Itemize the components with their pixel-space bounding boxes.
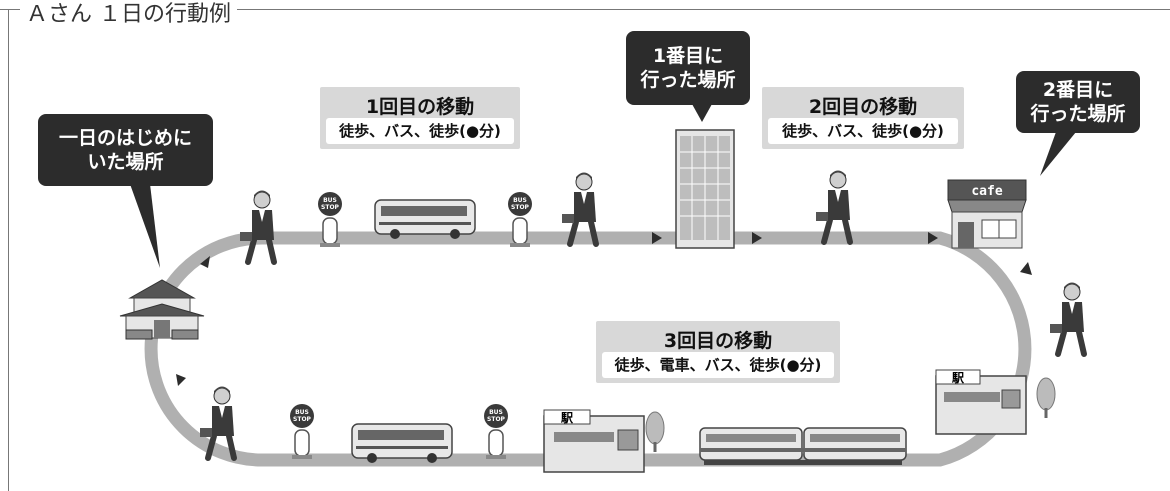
- arrow-icon: [1020, 262, 1032, 275]
- station-icon: 駅: [935, 369, 1027, 435]
- move-box-1: 1回目の移動 徒歩、バス、徒歩(●分): [320, 87, 520, 149]
- bubble-start-line1: 一日のはじめに: [58, 127, 192, 149]
- move-detail: 徒歩、バス、徒歩(●分): [326, 118, 514, 144]
- bubble-first-place: 1番目に 行った場所: [626, 31, 750, 105]
- bubble-second-line2: 行った場所: [1030, 103, 1126, 125]
- move-box-3: 3回目の移動 徒歩、電車、バス、徒歩(●分): [596, 321, 840, 383]
- bubble-tail: [692, 104, 712, 122]
- bus-stop-icon: [289, 403, 315, 460]
- bus-stop-icon: [483, 403, 509, 460]
- arrow-icon: [652, 232, 662, 244]
- person-walking-icon: [1050, 283, 1084, 355]
- move-detail: 徒歩、バス、徒歩(●分): [768, 118, 958, 144]
- house-icon: [119, 279, 205, 340]
- tree-icon: [1036, 377, 1056, 419]
- person-walking-icon: [240, 191, 274, 263]
- arrow-icon: [200, 256, 210, 268]
- office-building-icon: [675, 129, 735, 249]
- move-title: 1回目の移動: [365, 96, 475, 118]
- cafe-sign: cafe: [971, 184, 1002, 199]
- bubble-start-line2: いた場所: [87, 151, 164, 173]
- frame-border-top: [0, 9, 1170, 10]
- cafe-icon: cafe: [947, 179, 1027, 249]
- frame-border-left: [8, 9, 9, 491]
- direction-arrows: [176, 232, 1032, 386]
- frame-title: Ａさん １日の行動例: [20, 0, 237, 28]
- svg-text:駅: 駅: [951, 371, 965, 385]
- train-icon: [699, 427, 907, 465]
- bus-icon: [351, 423, 453, 464]
- move-title: 2回目の移動: [808, 96, 918, 118]
- bubble-second-place: 2番目に 行った場所: [1016, 71, 1140, 133]
- arrow-icon: [928, 232, 938, 244]
- person-walking-icon: [816, 171, 850, 243]
- move-detail: 徒歩、電車、バス、徒歩(●分): [602, 352, 834, 378]
- move-box-2: 2回目の移動 徒歩、バス、徒歩(●分): [762, 87, 964, 149]
- bubble-first-line1: 1番目に: [652, 45, 724, 67]
- bubble-tail: [1040, 132, 1076, 176]
- svg-text:駅: 駅: [560, 411, 574, 425]
- station-icon: 駅: [543, 409, 645, 473]
- move-title: 3回目の移動: [663, 330, 773, 352]
- bus-icon: [374, 199, 476, 240]
- bubble-second-line1: 2番目に: [1042, 79, 1114, 101]
- bubble-start-location: 一日のはじめに いた場所: [38, 114, 213, 186]
- bubble-first-line2: 行った場所: [640, 69, 736, 91]
- bubble-tail: [130, 184, 160, 268]
- arrow-icon: [176, 374, 186, 386]
- tree-icon: [645, 411, 665, 453]
- arrow-icon: [752, 232, 762, 244]
